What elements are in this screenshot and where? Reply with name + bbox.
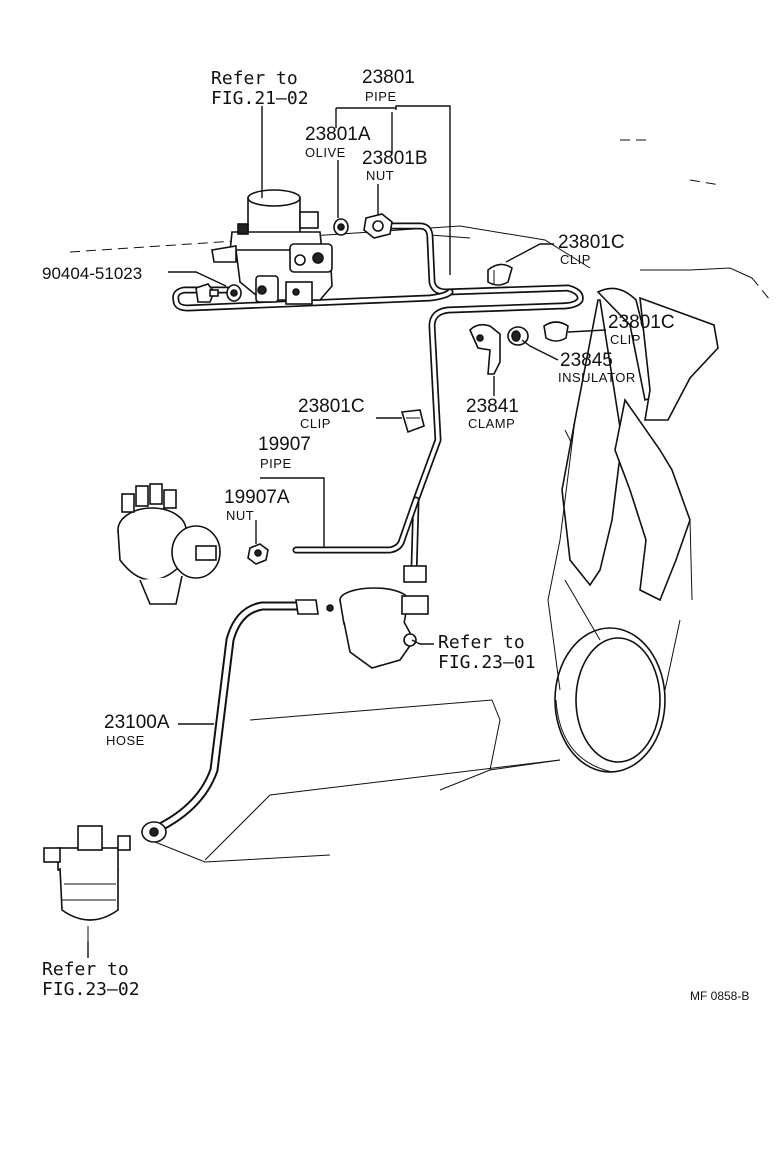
part-number: 23801C xyxy=(608,312,675,333)
olive-23801A xyxy=(333,218,349,236)
ref-line1: Refer to xyxy=(438,632,525,653)
part-number: 19907A xyxy=(224,487,290,508)
label-23801A: 23801A OLIVE xyxy=(305,124,371,160)
part-number: 19907 xyxy=(258,434,311,455)
ref-line1: Refer to xyxy=(42,959,129,980)
distributor xyxy=(117,483,221,605)
label-ref-fig23-01: Refer to FIG.23—01 xyxy=(438,632,536,673)
part-number: 23801A xyxy=(305,124,371,145)
nut-23801B xyxy=(363,213,393,239)
part-name: NUT xyxy=(366,168,394,183)
ref-line2: FIG.23—01 xyxy=(438,652,536,673)
part-name: CLIP xyxy=(610,332,641,347)
label-23801: 23801 PIPE xyxy=(362,67,415,104)
part-number: 23801B xyxy=(362,148,428,169)
part-number: 23100A xyxy=(104,712,170,733)
label-90404: 90404-51023 xyxy=(42,264,142,283)
label-ref-fig23-02: Refer to FIG.23—02 xyxy=(42,959,140,1000)
part-name: PIPE xyxy=(260,456,292,471)
part-number: 23801C xyxy=(298,396,365,417)
ref-line2: FIG.21—02 xyxy=(211,88,309,109)
leader-lines xyxy=(87,105,607,958)
label-23801C-right: 23801C CLIP xyxy=(608,312,675,347)
label-23801C-top: 23801C CLIP xyxy=(558,232,625,267)
banjo-bolt-90404 xyxy=(195,283,242,303)
part-number: 23845 xyxy=(560,350,613,371)
part-number: 90404-51023 xyxy=(42,264,142,283)
part-number: 23801C xyxy=(558,232,625,253)
label-23845: 23845 INSULATOR xyxy=(558,350,636,385)
part-name: NUT xyxy=(226,508,254,523)
part-name: INSULATOR xyxy=(558,370,636,385)
fuel-filter xyxy=(43,821,167,942)
label-23801B: 23801B NUT xyxy=(362,148,428,183)
part-name: CLAMP xyxy=(468,416,515,431)
label-ref-fig21-02: Refer to FIG.21—02 xyxy=(211,68,309,109)
feed-pump xyxy=(295,565,429,669)
clip-23801C-mid xyxy=(400,409,425,434)
ref-line1: Refer to xyxy=(211,68,298,89)
part-name: PIPE xyxy=(365,89,397,104)
label-19907: 19907 PIPE xyxy=(258,434,311,471)
pipe-19907 xyxy=(292,496,420,554)
part-name: OLIVE xyxy=(305,145,346,160)
part-number: 23801 xyxy=(362,67,415,88)
ref-line2: FIG.23—02 xyxy=(42,979,140,1000)
figure-code: MF 0858-B xyxy=(690,989,749,1003)
label-23100A: 23100A HOSE xyxy=(104,712,170,748)
injection-pump xyxy=(211,189,333,305)
nut-19907A xyxy=(247,543,269,565)
clip-23801C-right xyxy=(543,321,569,342)
part-name: HOSE xyxy=(106,733,145,748)
part-number: 23841 xyxy=(466,396,519,417)
clamp-23841 xyxy=(469,323,501,375)
part-name: CLIP xyxy=(560,252,591,267)
part-name: CLIP xyxy=(300,416,331,431)
label-23841: 23841 CLAMP xyxy=(466,396,519,431)
label-19907A: 19907A NUT xyxy=(224,487,290,523)
label-23801C-mid: 23801C CLIP xyxy=(298,396,365,431)
hose-23100A xyxy=(145,601,305,837)
clip-23801C-top xyxy=(487,263,513,286)
fan-belt-assembly xyxy=(547,287,719,773)
